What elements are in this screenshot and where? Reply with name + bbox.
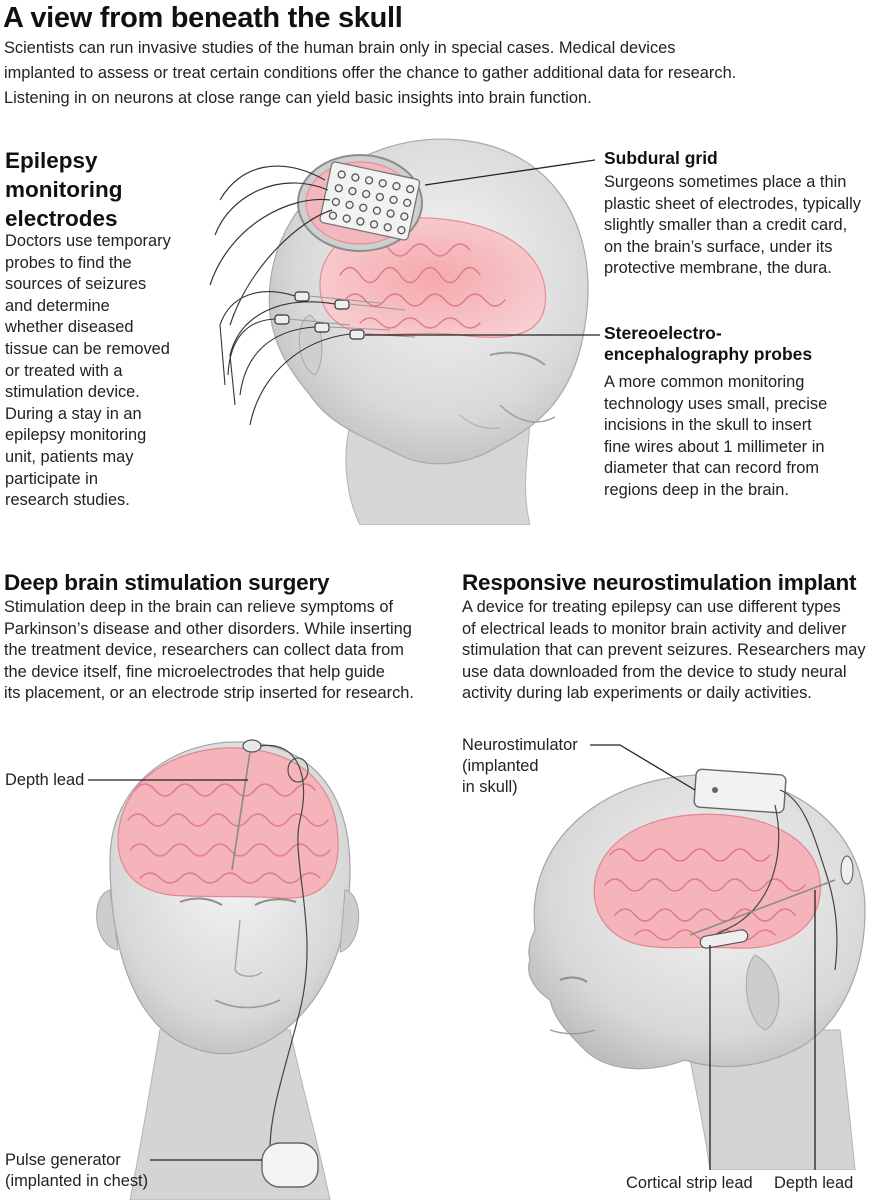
head-illustration-electrodes xyxy=(209,138,600,525)
head-illustration-rns xyxy=(528,744,866,1170)
dbs-body: Stimulation deep in the brain can reliev… xyxy=(4,598,414,703)
seeg-body: A more common monitoring technology uses… xyxy=(604,373,828,499)
head-illustration-dbs xyxy=(88,739,360,1200)
pulse-generator-label: Pulse generator (implanted in chest) xyxy=(5,1151,149,1190)
epilepsy-body: Doctors use temporary probes to find the… xyxy=(5,232,171,510)
cortical-strip-lead-label: Cortical strip lead xyxy=(626,1174,753,1192)
neurostimulator-label: Neurostimulator (implanted in skull) xyxy=(462,736,578,796)
page-title: A view from beneath the skull xyxy=(3,2,403,34)
dbs-heading: Deep brain stimulation surgery xyxy=(4,570,330,595)
subdural-heading: Subdural grid xyxy=(604,148,718,168)
rns-body: A device for treating epilepsy can use d… xyxy=(462,598,866,703)
epilepsy-heading: Epilepsy monitoring electrodes xyxy=(5,148,123,231)
rns-depth-lead-label: Depth lead xyxy=(774,1174,854,1192)
rns-heading: Responsive neurostimulation implant xyxy=(462,570,857,595)
dbs-depth-lead-label: Depth lead xyxy=(5,771,85,789)
subdural-body: Surgeons sometimes place a thin plastic … xyxy=(604,173,861,278)
intro-text: Scientists can run invasive studies of t… xyxy=(4,39,737,107)
seeg-heading: Stereoelectro- encephalography probes xyxy=(604,323,813,364)
